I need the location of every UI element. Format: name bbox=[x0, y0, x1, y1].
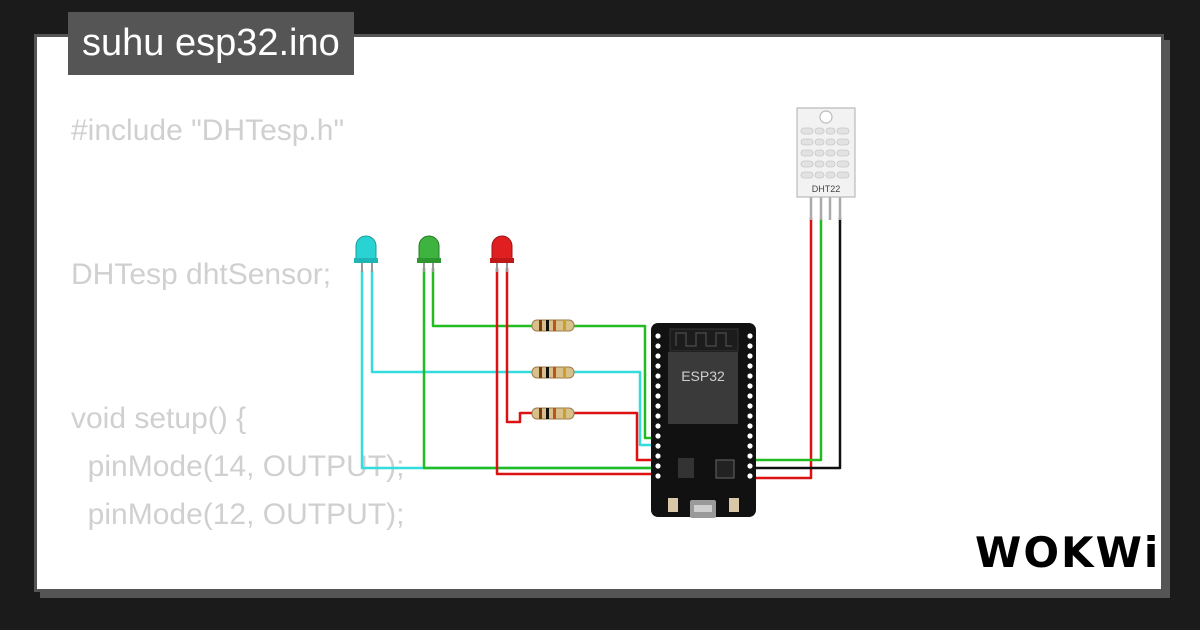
wire-dht-black bbox=[750, 218, 842, 470]
code-line: pinMode(14, OUTPUT); bbox=[71, 450, 405, 483]
resistor bbox=[531, 407, 575, 420]
wire-cyan-2 bbox=[370, 270, 532, 374]
esp32-board: ESP32 bbox=[651, 323, 756, 518]
wire-red-1 bbox=[495, 268, 655, 476]
resistor bbox=[531, 319, 575, 332]
wire-green-2 bbox=[431, 268, 532, 328]
led-green bbox=[417, 235, 441, 272]
project-title[interactable]: suhu esp32.ino bbox=[68, 12, 354, 75]
code-preview: #include "DHTesp.h" DHTesp dhtSensor; vo… bbox=[71, 107, 404, 539]
wire-green-1 bbox=[422, 268, 655, 470]
wire-dht-green bbox=[750, 218, 823, 462]
code-line: #include "DHTesp.h" bbox=[71, 114, 345, 147]
code-line: DHTesp dhtSensor; bbox=[71, 258, 332, 291]
wire-red-2 bbox=[505, 268, 532, 424]
wire-cyan-1 bbox=[360, 270, 655, 470]
project-card[interactable]: #include "DHTesp.h" DHTesp dhtSensor; vo… bbox=[34, 34, 1164, 592]
wire-dht-red bbox=[750, 218, 813, 480]
esp32-label: ESP32 bbox=[681, 368, 725, 384]
wokwi-logo: WOKWi bbox=[975, 528, 1161, 577]
wire-cyan-3 bbox=[572, 370, 655, 447]
code-line: void setup() { bbox=[71, 402, 247, 435]
wire-green-3 bbox=[572, 324, 655, 440]
code-line: pinMode(12, OUTPUT); bbox=[71, 498, 405, 531]
resistor bbox=[531, 366, 575, 379]
led-red bbox=[490, 235, 514, 272]
wire-red-3 bbox=[572, 411, 655, 462]
dht22-sensor: DHT22 bbox=[796, 107, 856, 220]
led-cyan bbox=[354, 235, 378, 272]
dht22-label: DHT22 bbox=[812, 184, 841, 194]
